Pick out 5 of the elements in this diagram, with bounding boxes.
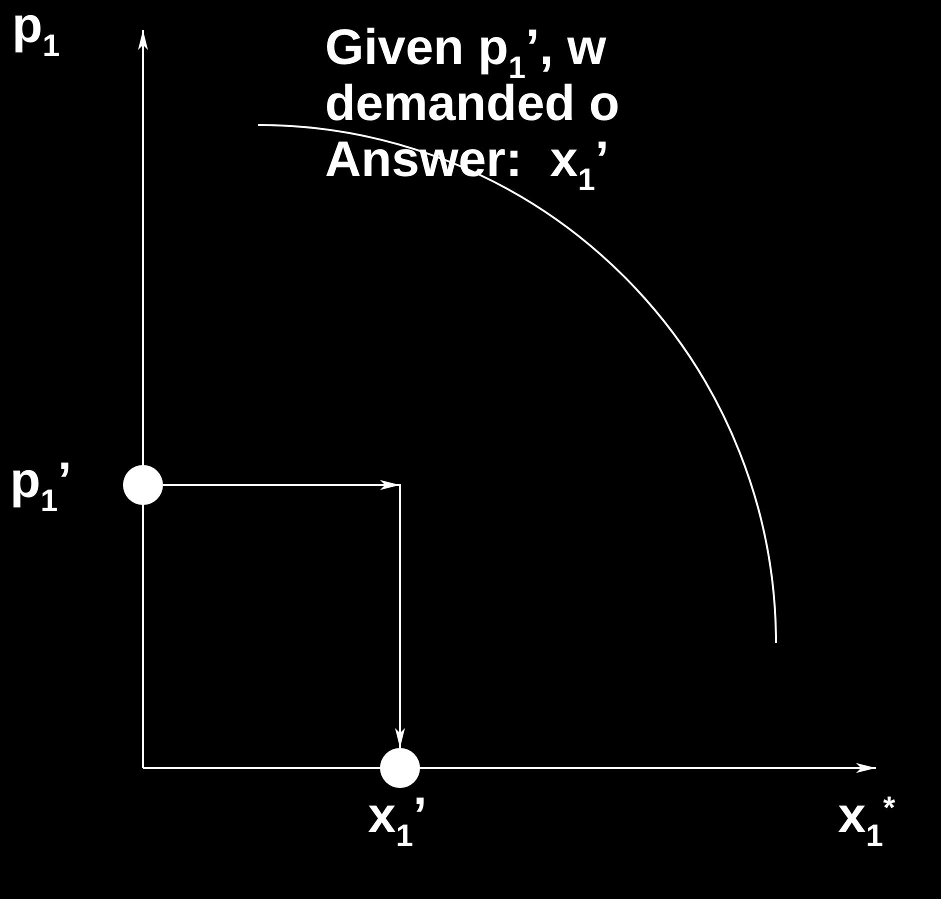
axis-label: p$_{1}$	[12, 0, 60, 61]
point-label: p$_{1}$’	[10, 455, 72, 516]
point-dot	[123, 465, 163, 505]
point-dot	[380, 748, 420, 788]
point-label: x$_{1}$’	[368, 790, 427, 851]
